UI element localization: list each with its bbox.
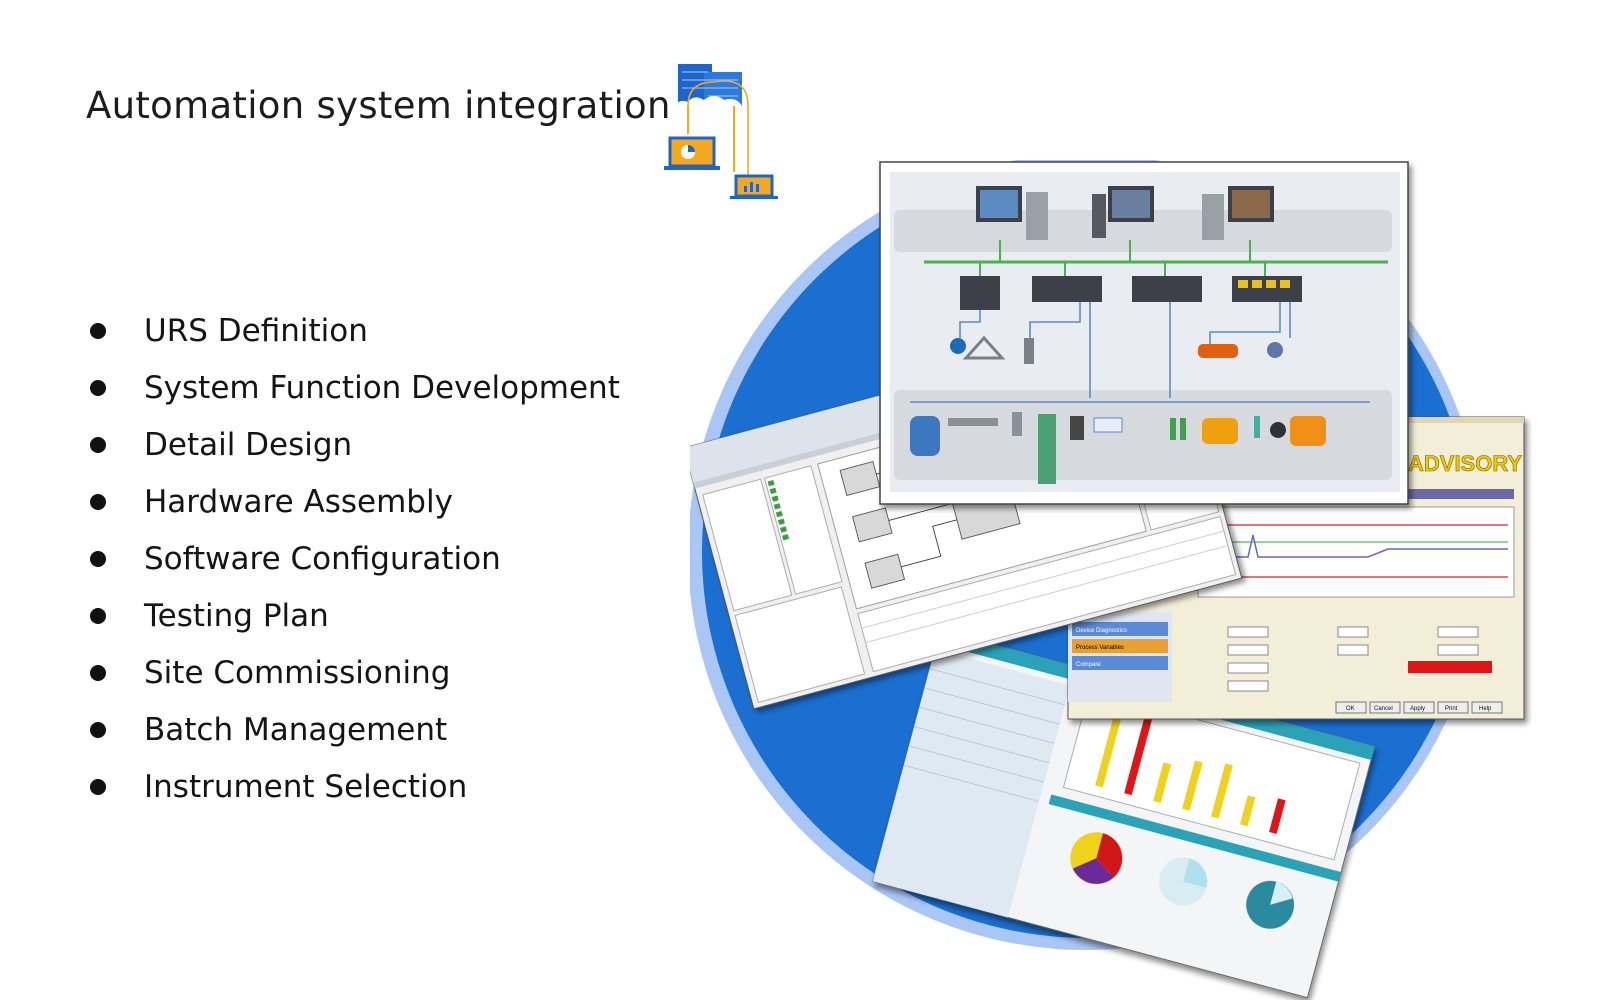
list-item: Instrument Selection: [86, 758, 620, 815]
menu-device-diagnostics: Device Diagnostics: [1076, 628, 1127, 634]
bullet-icon: [90, 550, 106, 567]
service-label: Site Commissioning: [144, 654, 451, 691]
service-label: System Function Development: [144, 369, 620, 406]
cloud-servers-laptop-icon: [664, 62, 794, 212]
service-label: Detail Design: [144, 426, 353, 463]
bullet-icon: [90, 322, 106, 339]
bullet-icon: [90, 493, 106, 510]
service-label: Instrument Selection: [144, 768, 468, 805]
list-item: System Function Development: [86, 359, 620, 416]
service-label: URS Definition: [144, 312, 368, 349]
apply-button: Apply: [1410, 706, 1425, 712]
bullet-icon: [90, 778, 106, 795]
bullet-icon: [90, 664, 106, 681]
list-item: URS Definition: [86, 302, 620, 359]
list-item: Batch Management: [86, 701, 620, 758]
services-list: URS Definition System Function Developme…: [86, 302, 620, 815]
bullet-icon: [90, 436, 106, 453]
list-item: Software Configuration: [86, 530, 620, 587]
bullet-icon: [90, 379, 106, 396]
bullet-icon: [90, 607, 106, 624]
cancel-button: Cancel: [1374, 706, 1393, 712]
page-title: Automation system integration: [86, 84, 671, 127]
ok-button: OK: [1346, 706, 1355, 712]
report-screenshot: [872, 629, 1376, 999]
menu-process-variables: Process Variables: [1076, 645, 1124, 651]
list-item: Detail Design: [86, 416, 620, 473]
service-label: Batch Management: [144, 711, 448, 748]
service-label: Testing Plan: [144, 597, 329, 634]
list-item: Hardware Assembly: [86, 473, 620, 530]
software-collage: ADVISORY Device Diagnostics Process Vari…: [683, 154, 1590, 1000]
advisory-label: ADVISORY: [1408, 451, 1522, 476]
architecture-screenshot: [879, 161, 1409, 505]
list-item: Testing Plan: [86, 587, 620, 644]
bullet-icon: [90, 721, 106, 738]
service-label: Software Configuration: [144, 540, 501, 577]
print-button: Print: [1445, 706, 1458, 712]
help-button: Help: [1479, 706, 1492, 712]
service-label: Hardware Assembly: [144, 483, 453, 520]
menu-compare: Compare: [1076, 662, 1101, 668]
collage-graphic: ADVISORY Device Diagnostics Process Vari…: [683, 154, 1525, 999]
list-item: Site Commissioning: [86, 644, 620, 701]
